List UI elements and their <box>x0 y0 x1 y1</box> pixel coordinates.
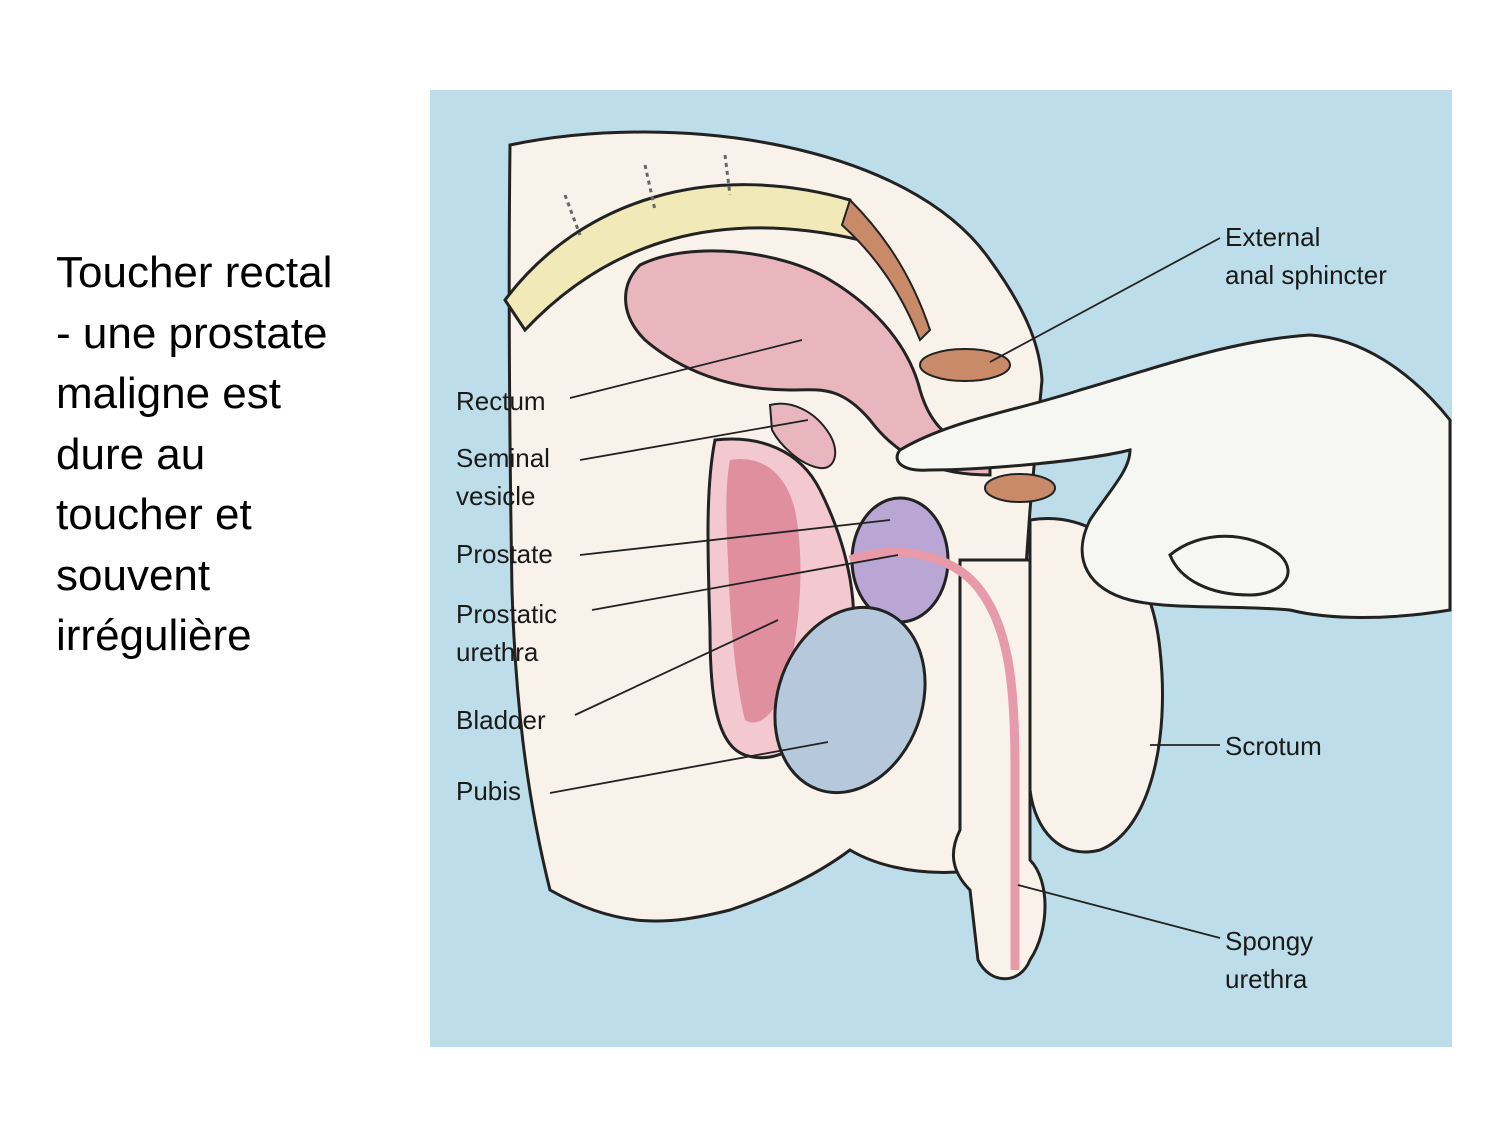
leader-line <box>569 339 803 399</box>
label-line: Prostatic <box>456 599 558 629</box>
gloved-hand <box>895 333 1452 619</box>
bladder-lining <box>726 459 801 723</box>
penis-outline <box>951 558 1047 981</box>
label-line: urethra <box>456 637 539 667</box>
sphincter-muscle <box>984 473 1056 503</box>
muscle-band <box>840 198 932 342</box>
label-scrotum: Scrotum <box>1225 731 1322 761</box>
sacrum-mark <box>723 154 732 196</box>
caption-line: toucher et <box>56 490 252 539</box>
sphincter-muscle <box>919 348 1011 382</box>
caption-line: dure au <box>56 429 206 479</box>
caption-line: maligne est <box>56 369 282 418</box>
slide-caption: Toucher rectal - une prostate maligne es… <box>56 243 396 667</box>
label-line: urethra <box>1225 964 1308 994</box>
leader-line <box>574 619 779 716</box>
caption-line: souvent <box>56 550 211 600</box>
caption-line: Toucher rectal <box>56 248 333 297</box>
leader-line <box>989 237 1221 363</box>
anatomy-illustration <box>430 90 1452 1047</box>
caption-line: irrégulière <box>56 611 252 660</box>
label-bladder: Bladder <box>456 705 546 735</box>
label-line: Spongy <box>1225 926 1314 956</box>
leader-line <box>549 741 829 794</box>
label-line: Seminal <box>456 443 550 473</box>
anatomy-figure: Rectum Seminal vesicle Prostate Prostati… <box>430 90 1452 1047</box>
caption-line: - une prostate <box>56 308 328 358</box>
label-line: External <box>1225 222 1321 252</box>
label-prostatic-urethra: Prostatic urethra <box>456 595 557 671</box>
leader-line <box>579 519 891 556</box>
label-pubis: Pubis <box>456 776 522 806</box>
leader-line <box>579 419 809 461</box>
sacrum-mark <box>563 194 582 236</box>
urethra-tube <box>848 547 1020 970</box>
seminal-vesicle-organ <box>768 402 837 470</box>
label-prostate: Prostate <box>456 539 553 569</box>
label-line: vesicle <box>456 481 536 511</box>
label-line: anal sphincter <box>1225 260 1387 290</box>
label-seminal-vesicle: Seminal vesicle <box>456 439 550 515</box>
label-external-anal-sphincter: External anal sphincter <box>1225 218 1387 294</box>
pubis-bone <box>773 605 927 795</box>
rectum-organ <box>624 249 992 477</box>
label-spongy-urethra: Spongy urethra <box>1225 922 1313 998</box>
leader-line <box>1017 884 1221 939</box>
label-rectum: Rectum <box>456 386 546 416</box>
leader-line <box>591 554 899 611</box>
glove-thumb <box>1168 534 1290 597</box>
